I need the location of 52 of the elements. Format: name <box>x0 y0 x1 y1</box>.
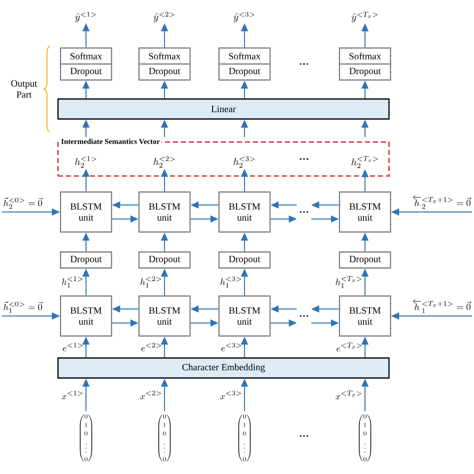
edge-label: $x^{<T_x>}$ <box>336 390 362 400</box>
dropout-box: Dropout <box>60 251 112 269</box>
ellipsis: … <box>300 315 308 317</box>
ellipsis: … <box>300 435 308 437</box>
edge-label: $e^{<1>}$ <box>62 342 83 352</box>
edge-label: $\vec{h}_1^{<0>}=\vec{0}$ <box>4 301 43 313</box>
edge-label: $e^{<T_x>}$ <box>336 342 362 352</box>
edge-label: $\overleftarrow{h}_2^{<T_x+1>}=\vec{0}$ <box>412 195 472 209</box>
one-hot-vector: $\begin{pmatrix}0\\1\\0\\\vdots\\0\end{pmatrix}$ <box>80 414 92 462</box>
dropout-box: Dropout <box>138 251 191 269</box>
edge-label: $h_1^{<T_x>}$ <box>336 276 362 288</box>
edge-label: $e^{<2>}$ <box>141 342 162 352</box>
softmax-dropout-box: Softmax Dropout <box>138 47 191 81</box>
state-label: $\hat{y}^{<3>}$ <box>234 12 254 22</box>
blstm-box: BLSTM unit <box>338 295 392 337</box>
state-label: $h_2^{<3>}$ <box>234 156 255 168</box>
one-hot-vector: $\begin{pmatrix}0\\1\\0\\\vdots\\0\end{pmatrix}$ <box>158 414 171 462</box>
edge-label: $h_1^{<2>}$ <box>140 276 162 288</box>
edge-label: $\vec{h}_2^{<0>}=\vec{0}$ <box>4 197 43 209</box>
layer-box: Linear <box>57 98 390 120</box>
dropout-box: Dropout <box>338 251 392 269</box>
edge-label: $x^{<2>}$ <box>140 390 162 400</box>
ellipsis: … <box>300 211 308 213</box>
softmax-dropout-box: Softmax Dropout <box>218 47 271 81</box>
brace-label: Output Part <box>11 80 38 98</box>
edge-label: $x^{<3>}$ <box>220 390 242 400</box>
edge-label: $h_1^{<3>}$ <box>220 276 242 288</box>
ellipsis: … <box>300 158 308 160</box>
ellipsis: … <box>300 63 308 65</box>
blstm-box: BLSTM unit <box>218 295 271 337</box>
edge-label: $x^{<1>}$ <box>62 390 83 400</box>
blstm-box: BLSTM unit <box>138 295 191 337</box>
blstm-box: BLSTM unit <box>60 191 112 233</box>
blstm-box: BLSTM unit <box>218 191 271 233</box>
state-label: $h_2^{<1>}$ <box>75 156 96 168</box>
blstm-box: BLSTM unit <box>60 295 112 337</box>
edge-label: $e^{<3>}$ <box>221 342 242 352</box>
softmax-dropout-box: Softmax Dropout <box>338 47 392 81</box>
state-label: $h_2^{<2>}$ <box>154 156 175 168</box>
edge-label: $h_1^{<1>}$ <box>62 276 83 288</box>
one-hot-vector: $\begin{pmatrix}0\\1\\0\\\vdots\\0\end{pmatrix}$ <box>238 414 251 462</box>
state-label: $\hat{y}^{<1>}$ <box>75 12 96 22</box>
edge-label: $\overleftarrow{h}_1^{<T_x+1>}=\vec{0}$ <box>412 299 472 313</box>
state-label: $\hat{y}^{<T_x>}$ <box>352 12 378 22</box>
layer-box: Character Embedding <box>57 357 390 379</box>
blstm-box: BLSTM unit <box>338 191 392 233</box>
state-label: $\hat{y}^{<2>}$ <box>154 12 174 22</box>
state-label: $h_2^{<T_x>}$ <box>352 156 378 168</box>
dropout-box: Dropout <box>218 251 271 269</box>
softmax-dropout-box: Softmax Dropout <box>60 47 112 81</box>
one-hot-vector: $\begin{pmatrix}0\\1\\0\\\vdots\\0\end{pmatrix}$ <box>358 414 372 462</box>
blstm-box: BLSTM unit <box>138 191 191 233</box>
